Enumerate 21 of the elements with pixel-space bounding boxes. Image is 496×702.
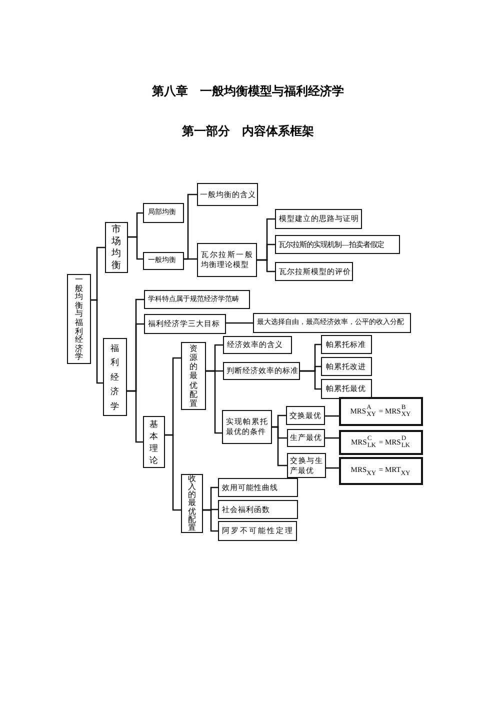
category-box: 一般均衡与福利经济学 [67, 274, 91, 364]
connector-line [184, 258, 197, 260]
connector-line [203, 509, 218, 532]
connector-line [325, 437, 339, 439]
connector-line [165, 434, 181, 511]
category-box: 资源的最优配置 [181, 342, 206, 410]
connector-line [272, 426, 287, 466]
connector-line [325, 415, 339, 417]
connector-line [206, 370, 222, 434]
category-box: 福利经济学 [103, 338, 127, 416]
connector-line [91, 299, 103, 384]
section-title: 第一部分 内容体系框架 [182, 124, 314, 138]
connector-line [226, 322, 253, 324]
category-box: 市场均衡 [105, 222, 128, 273]
chapter-title: 第八章 一般均衡模型与福利经济学 [152, 84, 344, 98]
category-box: 基本理论 [143, 416, 165, 468]
connector-line [326, 467, 339, 469]
connector-line [127, 390, 143, 443]
connector-line [300, 370, 321, 390]
connector-line [128, 236, 143, 260]
connector-line [257, 259, 275, 272]
